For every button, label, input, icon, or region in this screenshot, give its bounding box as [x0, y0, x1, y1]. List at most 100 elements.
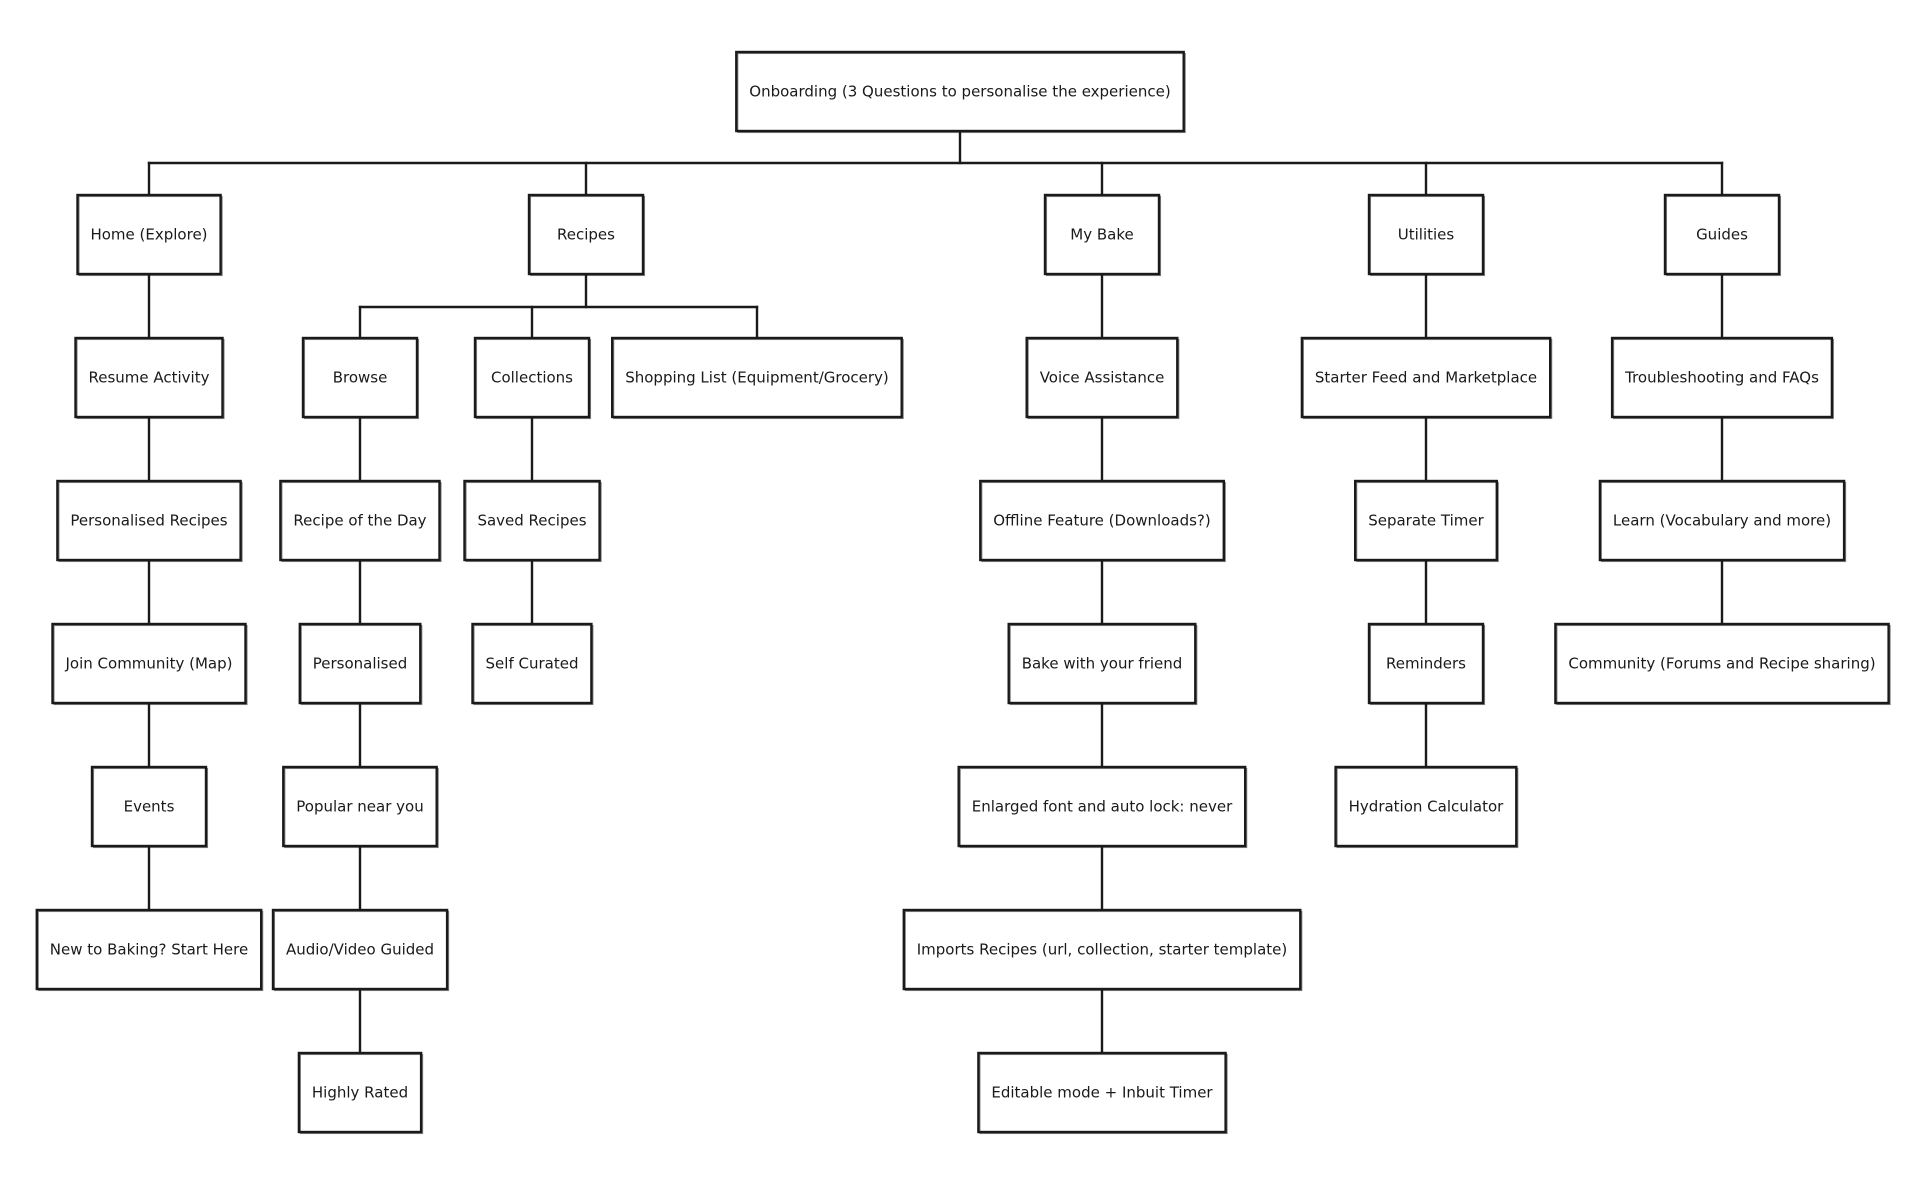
guides-node-learn-vocabulary-and-more: Learn (Vocabulary and more)	[1598, 479, 1847, 563]
browse-node-popular-near-you: Popular near you	[282, 765, 439, 849]
mybake-node-offline-feature-downloads: Offline Feature (Downloads?)	[979, 479, 1226, 563]
subsection-node-browse-label: Browse	[333, 369, 388, 387]
utilities-node-starter-feed-and-marketplace-label: Starter Feed and Marketplace	[1315, 369, 1537, 387]
collections-node-self-curated-sketch-stroke	[473, 624, 594, 706]
browse-node-popular-near-you-sketch-stroke	[284, 767, 439, 849]
utilities-node-reminders-sketch-stroke	[1369, 624, 1486, 706]
mybake-node-bake-with-your-friend-label: Bake with your friend	[1022, 655, 1183, 673]
collections-node-saved-recipes-sketch-stroke	[465, 481, 602, 563]
home-node-join-community-map-label: Join Community (Map)	[65, 655, 233, 673]
section-node-utilities-box	[1367, 193, 1485, 276]
utilities-node-separate-timer-label: Separate Timer	[1368, 512, 1484, 530]
home-node-join-community-map-sketch-stroke	[53, 624, 248, 706]
utilities-node-hydration-calculator: Hydration Calculator	[1334, 765, 1519, 849]
guides-node-learn-vocabulary-and-more-box	[1598, 479, 1846, 562]
collections-node-self-curated: Self Curated	[471, 622, 594, 706]
browse-node-recipe-of-the-day-sketch-stroke	[281, 481, 442, 563]
mybake-node-editable-mode-inbuit-timer-box	[977, 1051, 1227, 1134]
guides-node-learn-vocabulary-and-more-sketch-stroke	[1600, 481, 1847, 563]
mybake-node-enlarged-font-and-auto-lock-never-label: Enlarged font and auto lock: never	[972, 798, 1233, 816]
browse-node-audio-video-guided-sketch-stroke	[273, 910, 450, 992]
home-node-events-sketch-stroke	[92, 767, 209, 849]
browse-node-highly-rated-box	[297, 1051, 423, 1134]
mybake-node-editable-mode-inbuit-timer-sketch-stroke	[979, 1053, 1228, 1135]
guides-node-community-forums-and-recipe-sharing-label: Community (Forums and Recipe sharing)	[1568, 655, 1875, 673]
section-node-home-sketch-stroke	[78, 195, 223, 277]
home-node-new-to-baking-start-here: New to Baking? Start Here	[35, 908, 264, 992]
subsection-node-browse-box	[301, 336, 419, 419]
collections-node-saved-recipes: Saved Recipes	[463, 479, 602, 563]
utilities-node-separate-timer-box	[1353, 479, 1498, 562]
browse-node-audio-video-guided-box	[271, 908, 449, 991]
utilities-node-reminders: Reminders	[1367, 622, 1486, 706]
utilities-node-hydration-calculator-label: Hydration Calculator	[1349, 798, 1505, 816]
browse-node-recipe-of-the-day-label: Recipe of the Day	[293, 512, 426, 530]
mybake-node-imports-recipes-url-collection-starter-template: Imports Recipes (url, collection, starte…	[902, 908, 1303, 992]
utilities-node-hydration-calculator-box	[1334, 765, 1518, 848]
section-node-recipes-label: Recipes	[557, 226, 615, 244]
mybake-node-bake-with-your-friend-sketch-stroke	[1009, 624, 1198, 706]
utilities-node-reminders-box	[1367, 622, 1485, 705]
subsection-node-shopping-sketch-stroke	[613, 338, 904, 420]
guides-node-community-forums-and-recipe-sharing: Community (Forums and Recipe sharing)	[1554, 622, 1891, 706]
subsection-node-browse-sketch-stroke	[303, 338, 420, 420]
root-node-onboarding-box	[735, 50, 1185, 133]
home-node-events: Events	[90, 765, 209, 849]
subsection-node-collections: Collections	[473, 336, 592, 420]
home-node-new-to-baking-start-here-label: New to Baking? Start Here	[50, 941, 248, 959]
collections-node-self-curated-label: Self Curated	[486, 655, 579, 673]
root-node-onboarding-sketch-stroke	[737, 52, 1186, 134]
browse-node-personalised-box	[298, 622, 422, 705]
subsection-node-collections-sketch-stroke	[475, 338, 592, 420]
section-node-utilities-sketch-stroke	[1369, 195, 1486, 277]
home-node-events-label: Events	[124, 798, 175, 816]
mybake-node-enlarged-font-and-auto-lock-never-box	[957, 765, 1247, 848]
mybake-node-bake-with-your-friend-box	[1007, 622, 1197, 705]
mybake-node-offline-feature-downloads-sketch-stroke	[981, 481, 1226, 563]
guides-node-troubleshooting-and-faqs-sketch-stroke	[1613, 338, 1834, 420]
home-node-resume-activity-label: Resume Activity	[88, 369, 209, 387]
section-node-home-box	[76, 193, 222, 276]
home-node-resume-activity: Resume Activity	[74, 336, 225, 420]
subsection-node-browse: Browse	[301, 336, 420, 420]
utilities-node-separate-timer: Separate Timer	[1353, 479, 1499, 563]
section-node-mybake-label: My Bake	[1070, 226, 1133, 244]
section-node-guides: Guides	[1663, 193, 1782, 277]
browse-node-personalised-sketch-stroke	[300, 624, 423, 706]
browse-node-recipe-of-the-day: Recipe of the Day	[279, 479, 442, 563]
browse-node-highly-rated-label: Highly Rated	[312, 1084, 408, 1102]
collections-node-saved-recipes-box	[463, 479, 601, 562]
guides-node-community-forums-and-recipe-sharing-sketch-stroke	[1556, 624, 1891, 706]
section-node-home: Home (Explore)	[76, 193, 223, 277]
home-node-resume-activity-box	[74, 336, 224, 419]
mybake-node-enlarged-font-and-auto-lock-never: Enlarged font and auto lock: never	[957, 765, 1248, 849]
mybake-node-offline-feature-downloads-label: Offline Feature (Downloads?)	[993, 512, 1210, 530]
browse-node-highly-rated: Highly Rated	[297, 1051, 424, 1135]
utilities-node-starter-feed-and-marketplace: Starter Feed and Marketplace	[1300, 336, 1553, 420]
mybake-node-editable-mode-inbuit-timer: Editable mode + Inbuit Timer	[977, 1051, 1228, 1135]
browse-node-personalised: Personalised	[298, 622, 423, 706]
home-node-personalised-recipes-label: Personalised Recipes	[70, 512, 227, 530]
guides-node-community-forums-and-recipe-sharing-box	[1554, 622, 1890, 705]
home-node-personalised-recipes: Personalised Recipes	[56, 479, 243, 563]
mybake-node-imports-recipes-url-collection-starter-template-label: Imports Recipes (url, collection, starte…	[917, 941, 1288, 959]
section-node-utilities-label: Utilities	[1398, 226, 1455, 244]
section-node-guides-sketch-stroke	[1665, 195, 1782, 277]
guides-node-troubleshooting-and-faqs-label: Troubleshooting and FAQs	[1624, 369, 1819, 387]
connector-lines	[147, 129, 1724, 1055]
collections-node-saved-recipes-label: Saved Recipes	[477, 512, 586, 530]
guides-node-troubleshooting-and-faqs-box	[1610, 336, 1834, 419]
section-node-mybake-box	[1043, 193, 1161, 276]
mybake-node-enlarged-font-and-auto-lock-never-sketch-stroke	[959, 767, 1248, 849]
subsection-node-shopping-label: Shopping List (Equipment/Grocery)	[625, 369, 889, 387]
mybake-node-editable-mode-inbuit-timer-label: Editable mode + Inbuit Timer	[991, 1084, 1213, 1102]
guides-node-learn-vocabulary-and-more-label: Learn (Vocabulary and more)	[1613, 512, 1831, 530]
root-node-onboarding-label: Onboarding (3 Questions to personalise t…	[749, 83, 1170, 101]
home-node-join-community-map: Join Community (Map)	[51, 622, 248, 706]
section-node-guides-label: Guides	[1696, 226, 1748, 244]
section-node-recipes: Recipes	[527, 193, 646, 277]
utilities-node-starter-feed-and-marketplace-box	[1300, 336, 1552, 419]
mybake-node-voice-assistance-box	[1025, 336, 1179, 419]
subsection-node-collections-label: Collections	[491, 369, 573, 387]
